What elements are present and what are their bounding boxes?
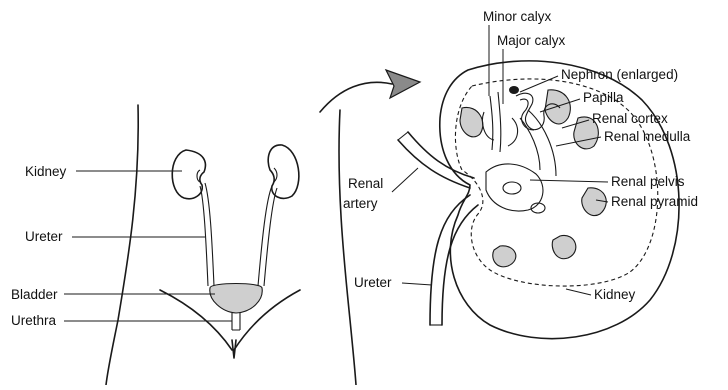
magnify-arrow [320, 70, 420, 112]
label-minor-calyx: Minor calyx [483, 9, 552, 24]
right-ureter-illustration [258, 186, 277, 286]
label-papilla: Papilla [583, 90, 624, 105]
major-calyx [490, 92, 501, 152]
label-kidney-right: Kidney [594, 287, 636, 302]
ureter-tube [430, 195, 478, 325]
label-major-calyx: Major calyx [497, 33, 566, 48]
label-ureter-left: Ureter [25, 229, 63, 244]
right-labels: Minor calyx Major calyx Nephron (enlarge… [343, 9, 698, 302]
label-renal-artery-line1: Renal [348, 176, 383, 191]
left-ureter-illustration [200, 183, 214, 286]
left-kidney-illustration [172, 150, 205, 199]
label-kidney-left: Kidney [25, 164, 67, 179]
label-renal-pelvis: Renal pelvis [611, 174, 685, 189]
body-outline [106, 105, 356, 385]
label-urethra: Urethra [11, 313, 57, 328]
label-bladder: Bladder [11, 287, 58, 302]
right-kidney-illustration [268, 145, 299, 198]
label-nephron: Nephron (enlarged) [561, 67, 678, 82]
label-ureter-right: Ureter [354, 275, 392, 290]
label-renal-cortex: Renal cortex [592, 111, 668, 126]
label-renal-artery-line2: artery [343, 196, 378, 211]
renal-pyramid [545, 90, 570, 124]
label-renal-pyramid: Renal pyramid [611, 194, 698, 209]
label-renal-medulla: Renal medulla [604, 129, 691, 144]
